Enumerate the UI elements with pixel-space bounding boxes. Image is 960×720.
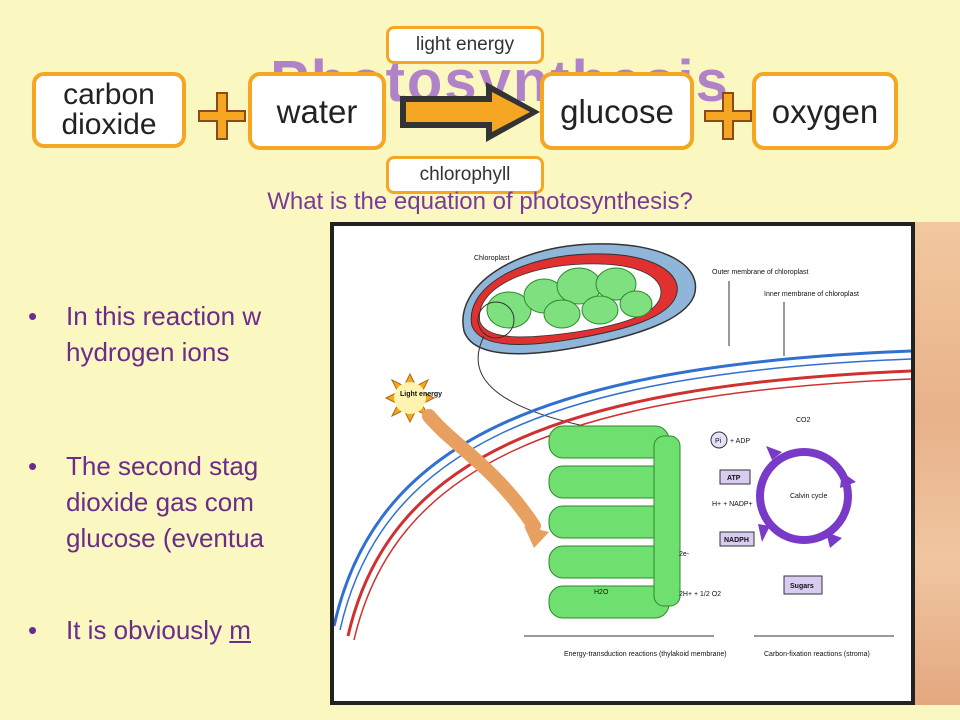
chloroplast-diagram: Chloroplast Outer membrane of chloroplas… <box>330 222 915 705</box>
label-atp: ATP <box>727 475 741 482</box>
plus-icon <box>198 92 246 140</box>
bullet-2-line-2: dioxide gas com <box>66 487 254 517</box>
plus-icon <box>704 92 752 140</box>
label-nadph: NADPH <box>724 537 749 544</box>
chloroplast-illustration <box>462 243 697 427</box>
bullet-1-line-1: In this reaction w <box>66 301 262 331</box>
label-co2: CO2 <box>796 417 811 424</box>
label-carbon-fixation: Carbon-fixation reactions (stroma) <box>764 651 870 658</box>
bullet-2-line-1: The second stag <box>66 451 259 481</box>
product-glucose-box: glucose <box>540 72 694 150</box>
label-inner-membrane: Inner membrane of chloroplast <box>764 291 859 298</box>
thylakoid-stack <box>548 425 681 619</box>
reaction-arrow-icon <box>400 82 540 142</box>
question-text: What is the equation of photosynthesis? <box>267 188 693 215</box>
label-nadp: H+ + NADP+ <box>712 501 753 508</box>
reactant-carbon-dioxide-box: carbon dioxide <box>32 72 186 148</box>
background-texture-strip <box>907 222 960 705</box>
label-calvin: Calvin cycle <box>790 493 827 500</box>
label-sugars: Sugars <box>790 583 814 590</box>
label-2e: 2e- <box>679 551 690 558</box>
bullet-1-line-2: hydrogen ions <box>66 337 230 367</box>
svg-text:Pi: Pi <box>715 438 722 445</box>
label-chloroplast: Chloroplast <box>474 255 509 262</box>
bullet-2-line-3: glucose (eventua <box>66 523 265 553</box>
label-adp: + ADP <box>730 438 750 445</box>
label-energy-transduction: Energy-transduction reactions (thylakoid… <box>564 651 727 658</box>
label-h2o: H2O <box>594 589 609 596</box>
label-light-energy: Light energy <box>400 391 442 398</box>
light-energy-label: light energy <box>386 26 544 64</box>
bullet-3-line-1: It is obviously m <box>66 615 251 645</box>
label-outer-membrane: Outer membrane of chloroplast <box>712 269 809 276</box>
product-oxygen-box: oxygen <box>752 72 898 150</box>
light-energy-icon <box>384 372 436 424</box>
calvin-cycle-icon <box>756 446 856 548</box>
label-2h: 2H+ + 1/2 O2 <box>679 591 721 598</box>
reactant-water-box: water <box>248 72 386 150</box>
chlorophyll-label: chlorophyll <box>386 156 544 194</box>
